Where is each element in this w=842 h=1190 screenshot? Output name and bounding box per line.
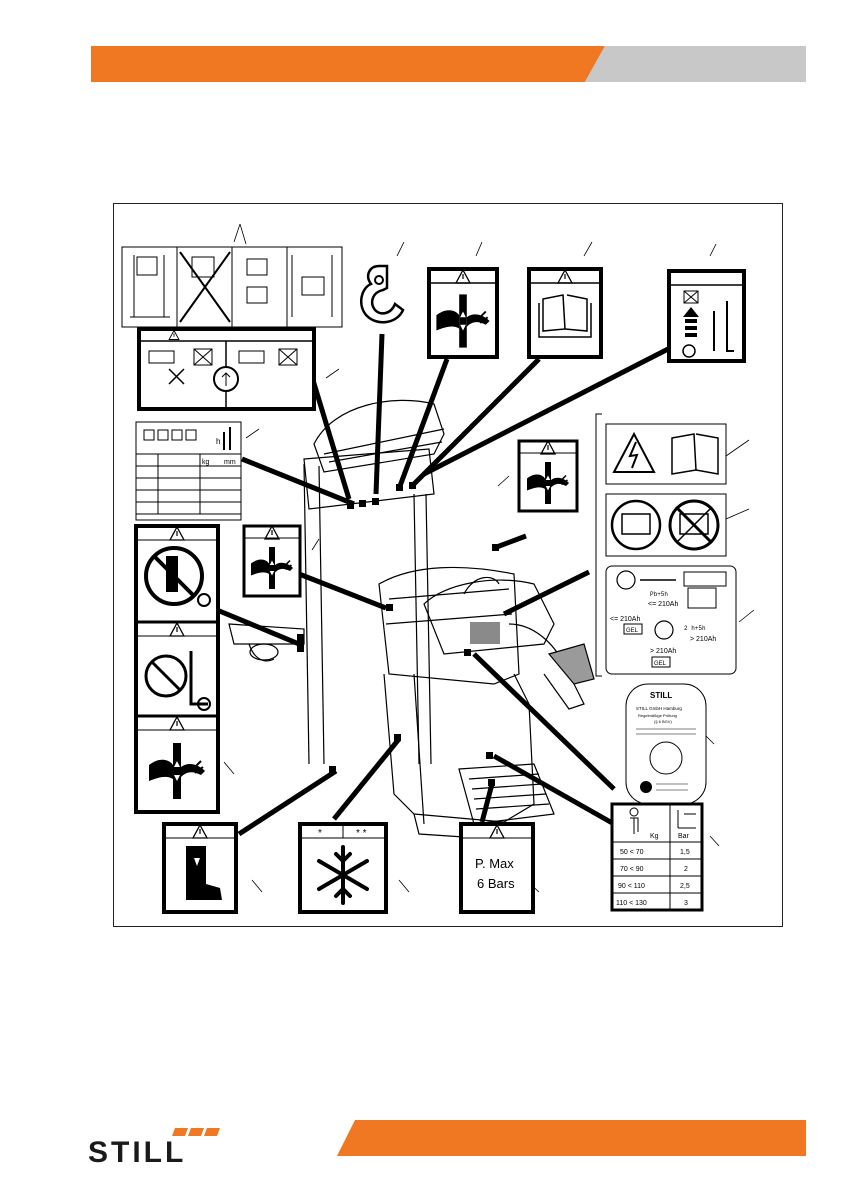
load-table-kg: kg — [202, 459, 210, 466]
decal-crush-hazard-top — [429, 269, 497, 357]
cold-left: * — [318, 828, 322, 839]
header-grey-bar — [585, 46, 806, 82]
decal-battery-charge: Pb+5h <= 210Ah <= 210Ah GEL 2 h+5h > 210… — [606, 566, 736, 674]
battery-le-1: <= 210Ah — [648, 601, 678, 608]
battery-gt-2: > 210Ah — [650, 648, 676, 655]
battery-gel-2: GEL — [654, 661, 667, 667]
decal-mast-capacity — [122, 247, 342, 327]
battery-code1: Pb+5h — [650, 591, 668, 598]
pressure-line2: 6 Bars — [477, 876, 515, 891]
battery-le-2: <= 210Ah — [610, 616, 640, 623]
tyre-col-kg: Kg — [650, 833, 659, 840]
decal-pressure-max: P. Max 6 Bars — [461, 824, 533, 912]
footer-orange-bar — [337, 1120, 806, 1156]
tyre-row-1-kg: 70 < 90 — [620, 866, 644, 873]
battery-gel-1: GEL — [626, 628, 639, 634]
load-table-h: h — [216, 437, 220, 446]
decal-electric-manual — [606, 424, 726, 484]
decal-rating-plate: STILL STILL GmbH Hamburg Regelmäßige Prü… — [626, 684, 706, 804]
tyre-row-2-bar: 2,5 — [680, 883, 690, 890]
battery-gt-1: > 210Ah — [690, 636, 716, 643]
still-logo-text: STILL — [88, 1136, 186, 1169]
decal-load-table: h kg mm — [136, 422, 241, 520]
decal-crush-hazard-right — [519, 441, 577, 511]
decal-lifting-hook — [361, 266, 403, 322]
battery-decal-group: Pb+5h <= 210Ah <= 210Ah GEL 2 h+5h > 210… — [596, 414, 736, 676]
rating-line2: Regelmäßige Prüfung — [638, 713, 677, 718]
decal-location-figure: h kg mm — [113, 203, 783, 927]
decal-foot-warning — [164, 824, 236, 912]
header-orange-bar — [91, 46, 605, 82]
battery-code2: 2 h+5h — [684, 625, 706, 632]
header-band — [0, 0, 842, 84]
decal-cold-storage: * * * — [300, 824, 386, 912]
rating-logo: STILL — [650, 691, 672, 700]
decal-crush-hazard-mid — [244, 526, 300, 596]
load-table-mm: mm — [224, 459, 236, 466]
decal-read-manual — [529, 269, 601, 357]
tyre-row-2-kg: 90 < 110 — [618, 883, 645, 890]
cold-right: * * — [356, 828, 367, 839]
rating-company: STILL GmbH Hamburg — [636, 706, 682, 711]
tyre-row-3-kg: 110 < 130 — [616, 900, 647, 907]
decal-triple-warning-left — [136, 526, 218, 812]
figure-canvas: h kg mm — [114, 204, 782, 926]
still-logo: STILL — [88, 1128, 220, 1169]
tyre-row-0-bar: 1,5 — [680, 849, 690, 856]
rating-line3: (§ 6 BGV) — [654, 719, 672, 724]
tyre-row-3-bar: 3 — [684, 900, 688, 907]
decal-lift-restriction — [669, 271, 744, 361]
decal-lift-warning — [139, 329, 314, 409]
tyre-col-bar: Bar — [678, 833, 690, 840]
pressure-line1: P. Max — [475, 856, 514, 871]
decal-tyre-pressure: Kg Bar 50 < 70 1,5 70 < 90 2 90 < 110 2,… — [612, 804, 702, 910]
tyre-row-0-kg: 50 < 70 — [620, 849, 644, 856]
tyre-row-1-bar: 2 — [684, 866, 688, 873]
decal-battery-forbidden — [606, 494, 726, 556]
footer-band: STILL — [0, 1110, 842, 1190]
